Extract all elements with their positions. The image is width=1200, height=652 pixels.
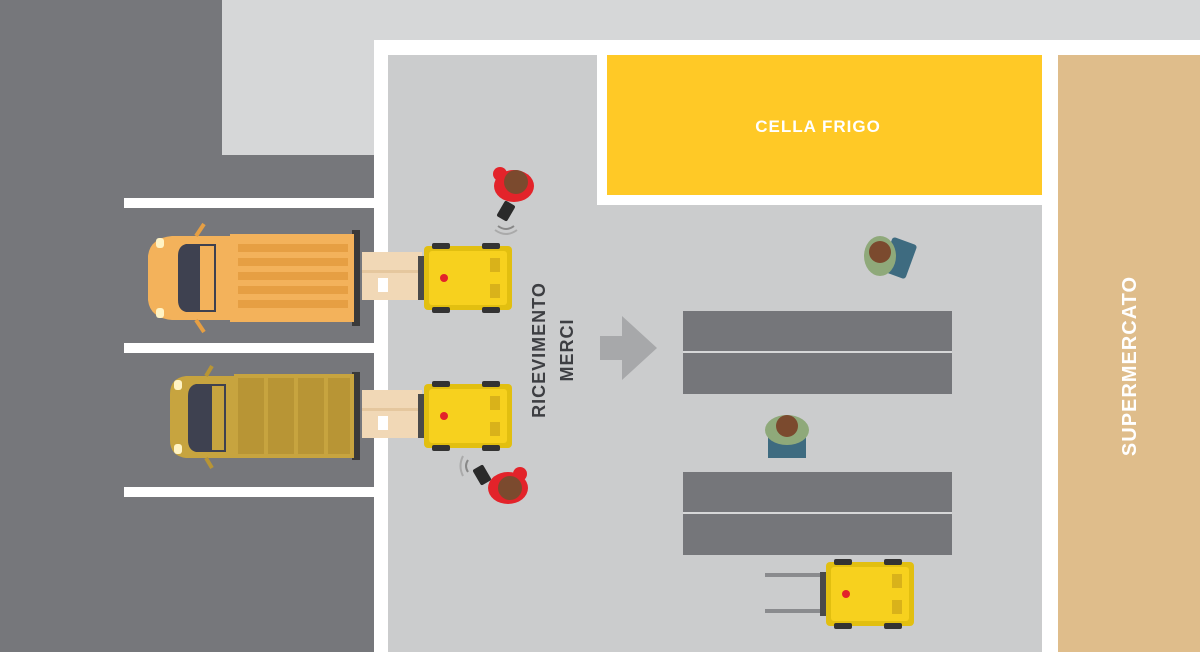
worker-with-phone-lower <box>459 455 528 504</box>
truck-olive <box>170 364 360 470</box>
supermarket-label: SUPERMERCATO <box>1119 276 1141 456</box>
parking-stripe <box>124 487 374 497</box>
worker-green-middle <box>765 415 809 458</box>
parking-stripe <box>124 198 374 208</box>
supermarket-area <box>1058 55 1200 652</box>
receiving-label-line1: RICEVIMENTO <box>529 282 549 418</box>
cargo-boxes-upper <box>362 252 422 300</box>
cold-room <box>607 55 1042 195</box>
worker-with-phone-upper <box>493 167 534 235</box>
shelf-rack-lower <box>683 472 952 555</box>
asphalt-road <box>0 0 222 652</box>
parking-stripe <box>124 343 374 353</box>
cargo-boxes-lower <box>362 390 422 438</box>
truck-orange <box>148 222 360 334</box>
worker-green-top <box>864 236 917 279</box>
forklift-lower <box>418 381 512 451</box>
flow-arrow-icon <box>600 316 657 380</box>
forklift-bottom <box>765 559 914 629</box>
receiving-label-line2: MERCI <box>557 319 577 382</box>
shelf-rack-upper <box>683 311 952 394</box>
forklift-upper <box>418 243 512 313</box>
cold-room-label: CELLA FRIGO <box>755 117 881 136</box>
